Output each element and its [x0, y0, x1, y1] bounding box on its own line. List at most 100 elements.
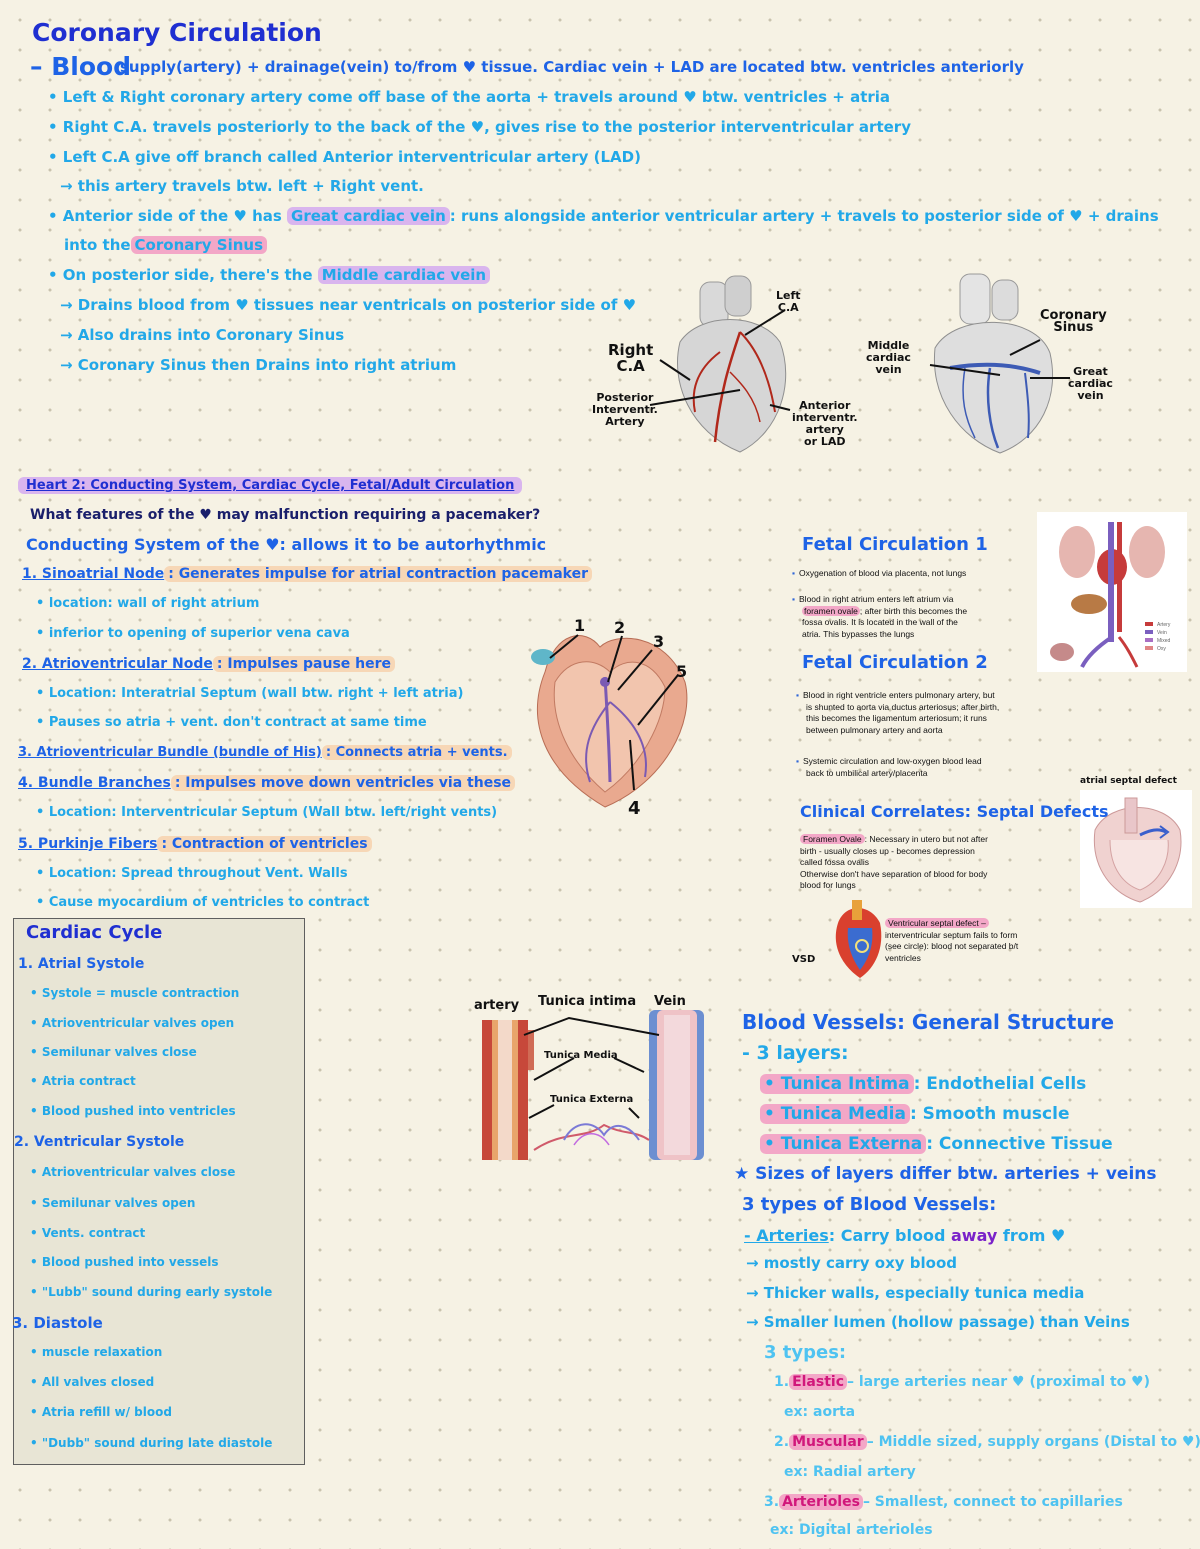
diastole-2: • All valves closed — [30, 1375, 155, 1389]
posterior-heart-figure — [933, 273, 1054, 454]
layer-externa: • Tunica Externa: Connective Tissue — [760, 1134, 1113, 1154]
blood-vessel-pointers — [523, 1016, 660, 1119]
blood-vessels-layers: - 3 layers: — [742, 1042, 849, 1064]
conduct-label-1: 1 — [574, 616, 586, 635]
artery-type-muscular: 2.Muscular– Middle sized, supply organs … — [774, 1434, 1200, 1450]
vessel-label-artery: artery — [474, 998, 520, 1013]
artery-types-title: 3 types: — [764, 1342, 847, 1363]
av-node-location: • Location: Interatrial Septum (wall btw… — [36, 686, 464, 701]
middle-cardiac-vein-highlight: Middle cardiac vein — [317, 266, 491, 284]
conducting-heart-figure — [531, 635, 688, 808]
atrial-systole-5: • Blood pushed into ventricles — [30, 1104, 236, 1118]
purkinje-line: 5. Purkinje Fibers: Contraction of ventr… — [18, 836, 372, 852]
coronary-line4: • Left C.A give off branch called Anteri… — [48, 148, 641, 166]
cardiac-cycle-title: Cardiac Cycle — [26, 922, 163, 943]
foramen-ovale-highlight: foramen ovale — [802, 605, 860, 616]
cardiac-cycle-box — [13, 918, 305, 1465]
layer-intima: • Tunica Intima: Endothelial Cells — [760, 1074, 1086, 1094]
anterior-heart-pointers — [649, 309, 791, 411]
foramen-ovale-note: Foramen Ovale: Necessary in utero but no… — [800, 834, 988, 890]
coronary-line3: • Right C.A. travels posteriorly to the … — [48, 118, 911, 136]
vsd-highlight: Ventricular septal defect – — [885, 918, 989, 928]
label-posterior-interventricular: Posterior Interventr. Artery — [592, 391, 658, 428]
vessel-label-externa: Tunica Externa — [550, 1094, 634, 1105]
fetal-circulation-1-title: Fetal Circulation 1 — [802, 534, 988, 555]
label-coronary-sinus: Coronary Sinus — [1040, 308, 1107, 335]
atrial-systole-1: • Systole = muscle contraction — [30, 986, 240, 1000]
coronary-line1-blood: – Blood — [30, 52, 132, 81]
atrial-systole-2: • Atrioventricular valves open — [30, 1016, 235, 1030]
arteries-point-2: → Thicker walls, especially tunica media — [746, 1284, 1085, 1302]
anterior-heart-figure — [677, 275, 787, 453]
fetal-1-point-1: Oxygenation of blood via placenta, not l… — [792, 568, 966, 580]
artery-type-muscular-example: ex: Radial artery — [784, 1464, 916, 1480]
fetal-1-point-2: Blood in right atrium enters left atrium… — [792, 594, 967, 640]
fetal-circulation-2-title: Fetal Circulation 2 — [802, 652, 988, 673]
vessel-label-media: Tunica Media — [544, 1050, 618, 1061]
label-left-ca: Left C.A — [776, 289, 801, 314]
coronary-line5: → this artery travels btw. left + Right … — [60, 177, 424, 195]
posterior-heart-pointers — [929, 339, 1070, 379]
bundle-branches-location: • Location: Interventricular Septum (Wal… — [36, 805, 498, 820]
coronary-line10: → Also drains into Coronary Sinus — [60, 326, 345, 344]
legend-oxy: Oxy — [1157, 646, 1166, 652]
label-great-cardiac-vein: Great cardiac vein — [1068, 365, 1113, 402]
blood-vessel-figure — [482, 1010, 704, 1160]
ventricular-systole-2: • Semilunar valves open — [30, 1196, 196, 1210]
coronary-line8: • On posterior side, there's the Middle … — [48, 266, 491, 284]
atrial-septal-defect-figure — [1080, 790, 1192, 908]
coronary-line11: → Coronary Sinus then Drains into right … — [60, 356, 457, 374]
diastole-4: • "Dubb" sound during late diastole — [30, 1436, 273, 1450]
legend-mixed: Mixed — [1157, 638, 1171, 644]
sa-node-line: 1. Sinoatrial Node: Generates impulse fo… — [22, 566, 593, 582]
arteries-line: - Arteries: Carry blood away from ♥ — [744, 1226, 1066, 1245]
legend-vein: Vein — [1157, 630, 1167, 636]
atrial-systole-3: • Semilunar valves close — [30, 1045, 197, 1059]
av-node-pause: • Pauses so atria + vent. don't contract… — [36, 715, 427, 730]
diastole-title: 3. Diastole — [12, 1314, 103, 1332]
vessel-label-vein: Vein — [654, 994, 686, 1009]
vessel-label-intima: Tunica intima — [538, 994, 637, 1009]
conducting-heart-pointers — [549, 634, 679, 791]
ventricular-systole-4: • Blood pushed into vessels — [30, 1255, 219, 1269]
conducting-title: Conducting System of the ♥: allows it to… — [26, 535, 547, 554]
great-cardiac-vein-highlight: Great cardiac vein — [287, 207, 450, 225]
sa-node-location: • location: wall of right atrium — [36, 596, 260, 611]
av-bundle-line: 3. Atrioventricular Bundle (bundle of Hi… — [18, 745, 512, 760]
diastole-1: • muscle relaxation — [30, 1345, 163, 1359]
fetal-circulation-diagram: Artery Vein Mixed Oxy — [1037, 512, 1187, 672]
vsd-heart-figure — [835, 900, 882, 978]
vsd-note: Ventricular septal defect – interventric… — [885, 918, 1019, 963]
atrial-systole-4: • Atria contract — [30, 1074, 136, 1088]
layer-media: • Tunica Media: Smooth muscle — [760, 1104, 1070, 1124]
purkinje-location: • Location: Spread throughout Vent. Wall… — [36, 866, 348, 881]
fetal-2-point-1: Blood in right ventricle enters pulmonar… — [796, 690, 999, 736]
diastole-3: • Atria refill w/ blood — [30, 1405, 172, 1419]
conduct-label-2: 2 — [614, 618, 626, 637]
coronary-line2: • Left & Right coronary artery come off … — [48, 88, 891, 106]
conduct-label-5: 5 — [676, 662, 688, 681]
heart2-header: Heart 2: Conducting System, Cardiac Cycl… — [18, 477, 523, 494]
arteries-point-1: → mostly carry oxy blood — [746, 1254, 957, 1272]
artery-type-elastic: 1.Elastic– large arteries near ♥ (proxim… — [774, 1374, 1151, 1390]
artery-type-arterioles-example: ex: Digital arterioles — [770, 1522, 933, 1538]
coronary-sinus-highlight: Coronary Sinus — [130, 236, 267, 254]
ventricular-systole-5: • "Lubb" sound during early systole — [30, 1285, 273, 1299]
label-middle-cardiac-vein: Middle cardiac vein — [866, 339, 911, 376]
heart2-question: What features of the ♥ may malfunction r… — [30, 507, 541, 523]
conduct-label-3: 3 — [653, 632, 665, 651]
blood-vessel-types-title: 3 types of Blood Vessels: — [742, 1194, 997, 1215]
blood-vessels-title: Blood Vessels: General Structure — [742, 1010, 1115, 1034]
ventricular-systole-3: • Vents. contract — [30, 1226, 146, 1240]
conduct-label-4: 4 — [628, 798, 641, 819]
clinical-correlates-title: Clinical Correlates: Septal Defects — [800, 802, 1109, 821]
fetal-2-point-2: Systemic circulation and low-oxygen bloo… — [796, 756, 982, 779]
layer-sizes-note: ★ Sizes of layers differ btw. arteries +… — [734, 1164, 1157, 1184]
foramen-ovale-note-highlight: Foramen Ovale — [800, 834, 865, 844]
arteries-point-3: → Smaller lumen (hollow passage) than Ve… — [746, 1313, 1130, 1331]
vsd-label: VSD — [792, 954, 816, 965]
ventricular-systole-1: • Atrioventricular valves close — [30, 1165, 236, 1179]
atrial-septal-defect-label: atrial septal defect — [1080, 776, 1177, 786]
sa-node-inferior: • inferior to opening of superior vena c… — [36, 626, 350, 641]
